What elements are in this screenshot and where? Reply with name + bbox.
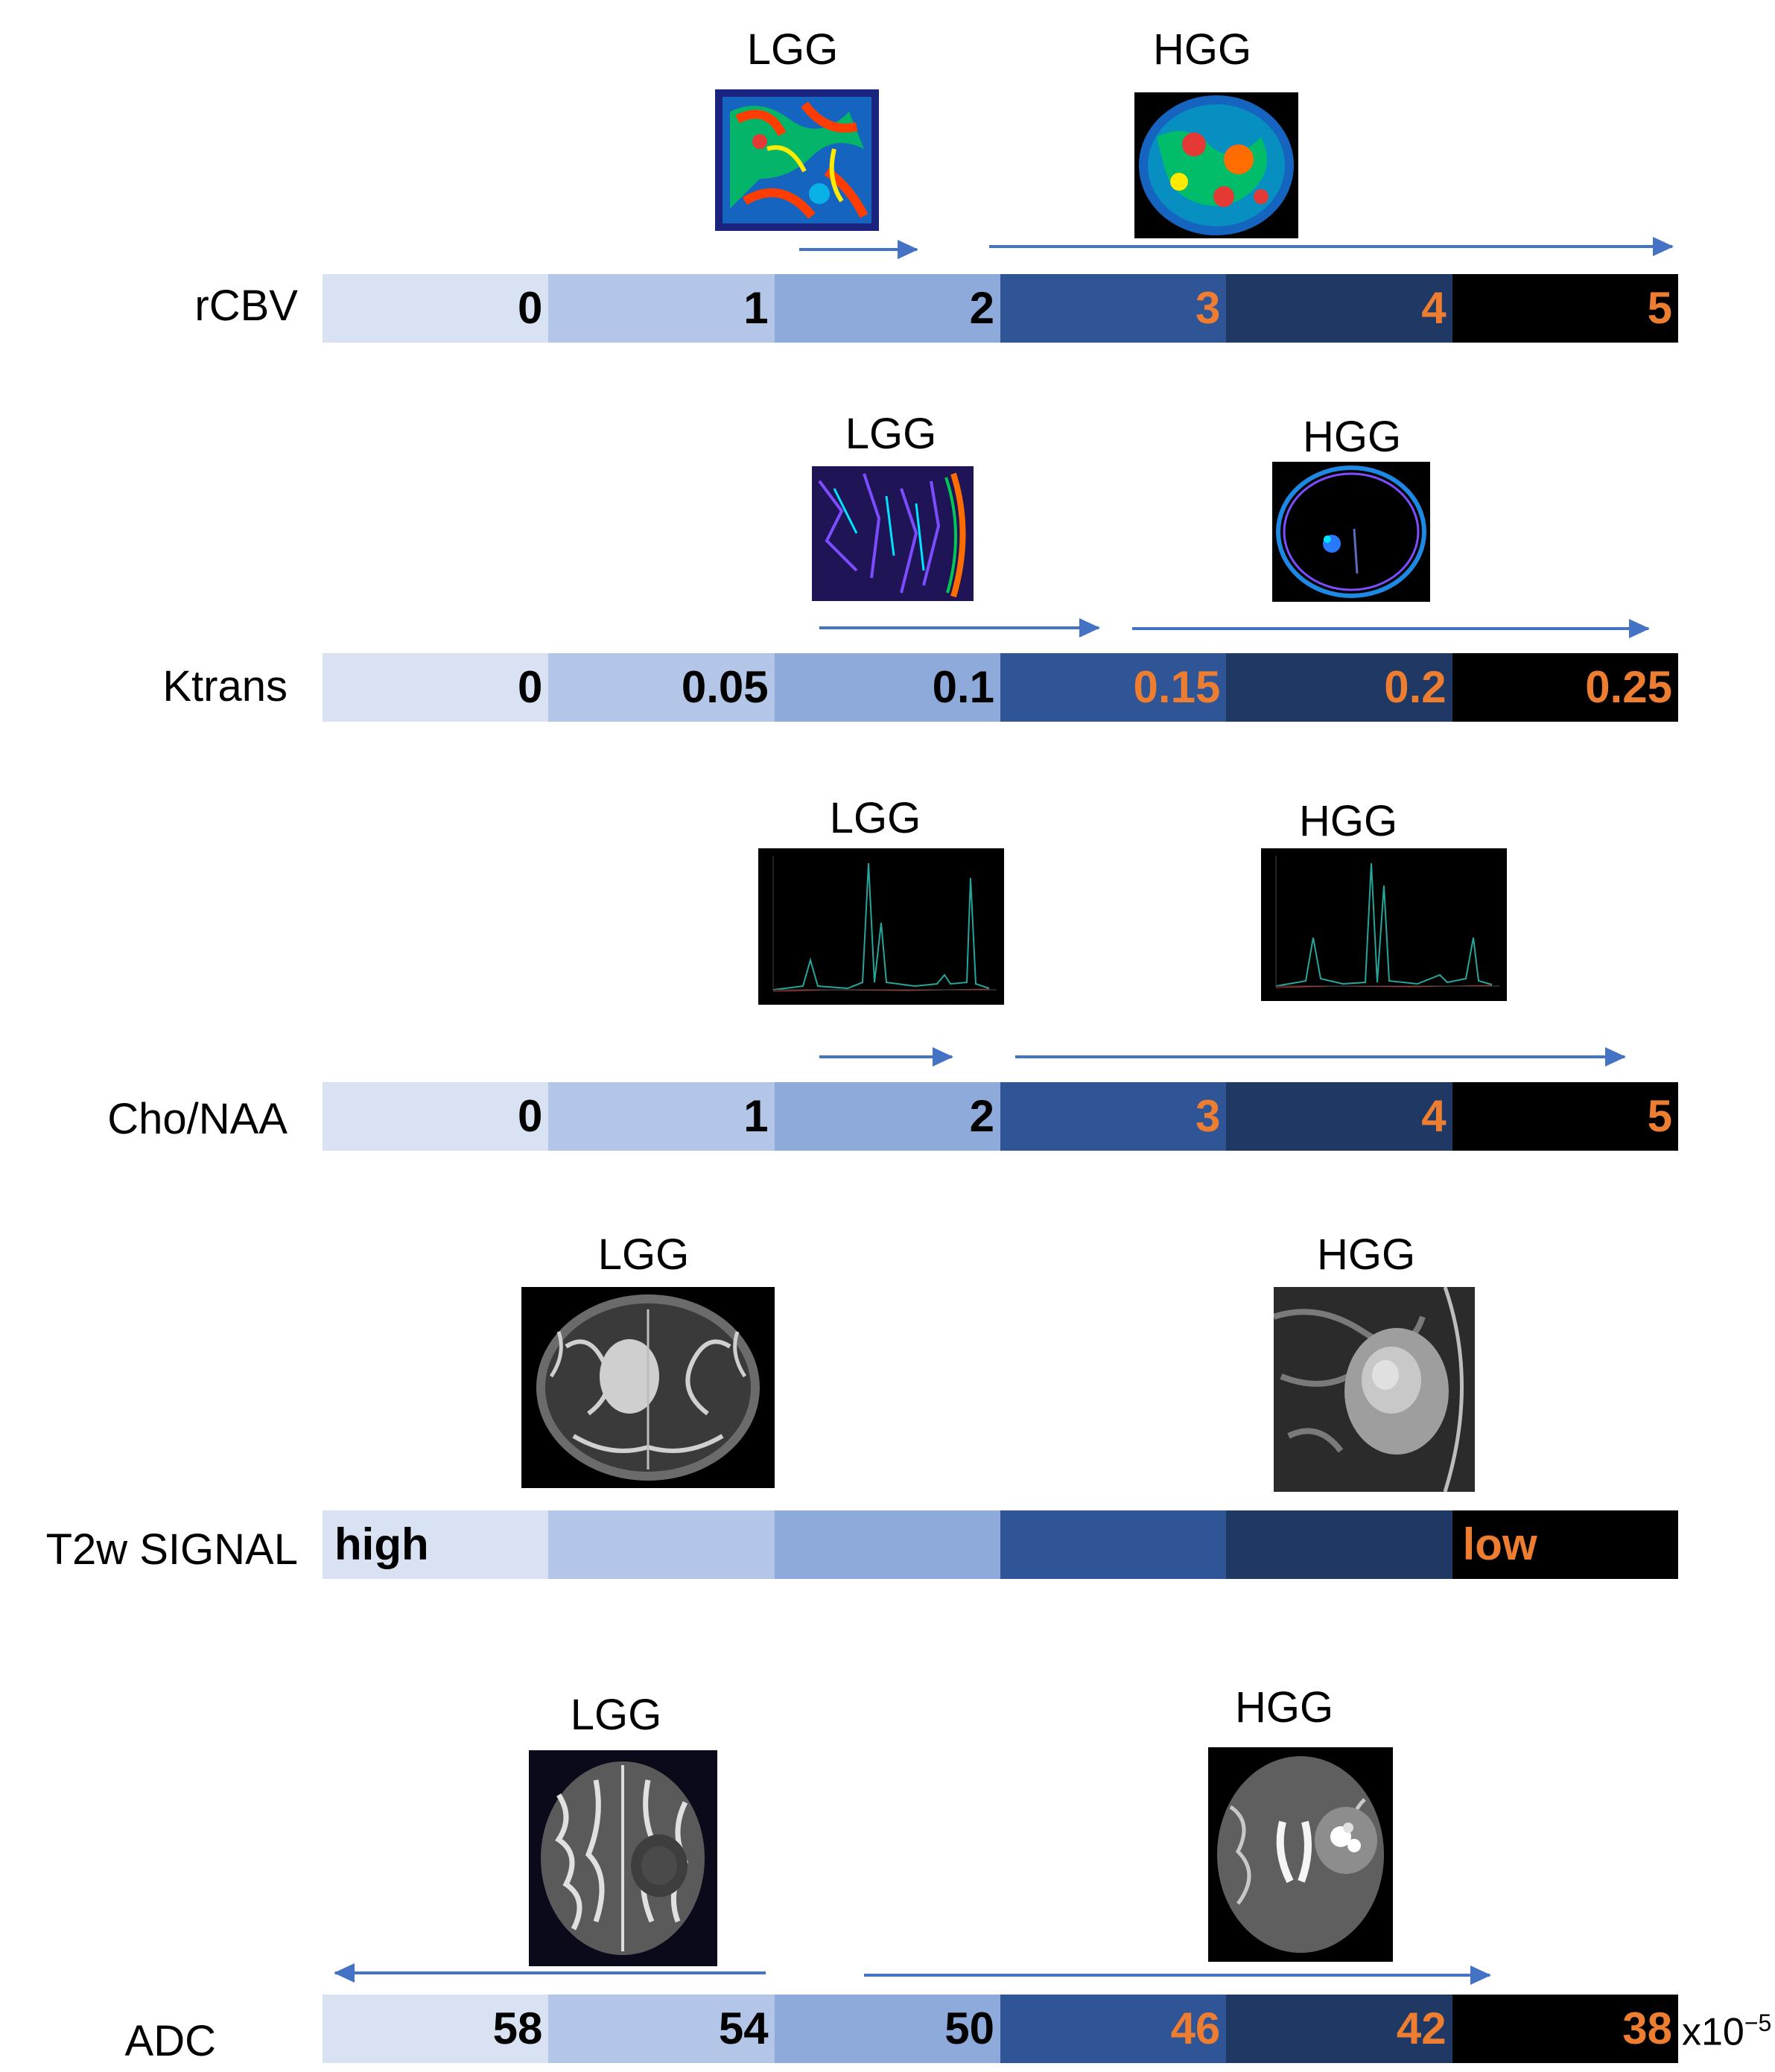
scale-value: 0.1 bbox=[932, 662, 994, 712]
scale-bar: 0 1 2 3 4 5 bbox=[323, 274, 1678, 343]
scale-bar: high low bbox=[323, 1510, 1678, 1579]
scale-start-word: high bbox=[334, 1519, 429, 1569]
row-label: Ktrans bbox=[162, 662, 288, 711]
scale-value: 58 bbox=[492, 2003, 543, 2053]
scale-segment: 0.25 bbox=[1452, 653, 1678, 722]
lgg-adc-image bbox=[529, 1750, 717, 1966]
lgg-spectrum bbox=[758, 848, 1004, 1005]
adc-unit: x10−5 bbox=[1682, 2011, 1771, 2051]
scale-value: 5 bbox=[1647, 283, 1672, 333]
scale-segment: 50 bbox=[774, 1995, 1000, 2063]
lgg-range-arrow bbox=[334, 1963, 766, 1983]
hgg-t2w-image bbox=[1274, 1287, 1475, 1492]
scale-value: 3 bbox=[1195, 283, 1221, 333]
hgg-caption: HGG bbox=[1302, 413, 1402, 461]
scale-segment: 42 bbox=[1226, 1995, 1452, 2063]
scale-segment bbox=[774, 1510, 1000, 1579]
scale-value: 4 bbox=[1421, 283, 1447, 333]
scale-segment: 3 bbox=[1000, 1082, 1227, 1151]
row-label: ADC bbox=[124, 2017, 216, 2065]
hgg-spectrum bbox=[1261, 848, 1507, 1001]
scale-segment: 46 bbox=[1000, 1995, 1227, 2063]
scale-segment: 4 bbox=[1226, 274, 1452, 343]
scale-end-word: low bbox=[1462, 1519, 1537, 1569]
lgg-perfusion-map bbox=[715, 89, 879, 231]
hgg-range-arrow bbox=[1015, 1047, 1626, 1067]
scale-value: 54 bbox=[718, 2003, 769, 2053]
scale-segment: 3 bbox=[1000, 274, 1227, 343]
scale-segment: 0 bbox=[323, 1082, 549, 1151]
scale-segment: 0 bbox=[323, 274, 549, 343]
hgg-caption: HGG bbox=[1298, 797, 1398, 845]
scale-segment bbox=[1000, 1510, 1227, 1579]
hgg-range-arrow bbox=[989, 237, 1674, 256]
scale-segment: 5 bbox=[1452, 274, 1678, 343]
scale-segment: 0.15 bbox=[1000, 653, 1227, 722]
hgg-range-arrow bbox=[864, 1965, 1491, 1985]
adc-unit-prefix: x10 bbox=[1682, 2010, 1744, 2054]
scale-value: 0 bbox=[517, 283, 543, 333]
scale-value: 1 bbox=[743, 1091, 769, 1141]
lgg-range-arrow bbox=[819, 1047, 953, 1067]
lgg-caption: LGG bbox=[829, 794, 921, 842]
scale-segment: 0.05 bbox=[548, 653, 775, 722]
scale-value: 0.25 bbox=[1585, 662, 1672, 712]
scale-value: 2 bbox=[969, 283, 994, 333]
scale-value: 4 bbox=[1421, 1091, 1447, 1141]
lgg-t2w-image bbox=[521, 1287, 775, 1488]
scale-value: 1 bbox=[743, 283, 769, 333]
scale-value: 5 bbox=[1647, 1091, 1672, 1141]
lgg-caption: LGG bbox=[597, 1230, 690, 1279]
scale-segment: 2 bbox=[774, 1082, 1000, 1151]
lgg-range-arrow bbox=[819, 618, 1100, 638]
row-label: rCBV bbox=[194, 282, 298, 330]
scale-value: 0.05 bbox=[681, 662, 769, 712]
row-label: T2w SIGNAL bbox=[45, 1525, 298, 1574]
scale-segment: high bbox=[323, 1510, 549, 1579]
scale-segment: 1 bbox=[548, 1082, 775, 1151]
adc-unit-exponent: −5 bbox=[1744, 2009, 1772, 2036]
hgg-adc-image bbox=[1208, 1747, 1393, 1962]
hgg-caption: HGG bbox=[1234, 1683, 1334, 1732]
hgg-caption: HGG bbox=[1316, 1230, 1416, 1279]
scale-value: 38 bbox=[1622, 2003, 1672, 2053]
scale-segment: 4 bbox=[1226, 1082, 1452, 1151]
scale-segment: 1 bbox=[548, 274, 775, 343]
lgg-caption: LGG bbox=[570, 1691, 662, 1739]
hgg-perfusion-map bbox=[1134, 92, 1298, 238]
scale-segment bbox=[548, 1510, 775, 1579]
scale-segment: low bbox=[1452, 1510, 1678, 1579]
scale-segment: 38 bbox=[1452, 1995, 1678, 2063]
scale-segment: 58 bbox=[323, 1995, 549, 2063]
scale-value: 0.15 bbox=[1133, 662, 1221, 712]
scale-segment bbox=[1226, 1510, 1452, 1579]
scale-value: 0 bbox=[517, 662, 543, 712]
scale-value: 42 bbox=[1396, 2003, 1447, 2053]
scale-value: 50 bbox=[944, 2003, 994, 2053]
scale-segment: 0.1 bbox=[774, 653, 1000, 722]
scale-value: 0.2 bbox=[1384, 662, 1447, 712]
scale-bar: 0 1 2 3 4 5 bbox=[323, 1082, 1678, 1151]
hgg-ktrans-map bbox=[1272, 462, 1430, 602]
lgg-ktrans-map bbox=[812, 466, 974, 601]
scale-segment: 5 bbox=[1452, 1082, 1678, 1151]
scale-segment: 2 bbox=[774, 274, 1000, 343]
hgg-range-arrow bbox=[1132, 619, 1650, 638]
lgg-caption: LGG bbox=[845, 410, 937, 458]
scale-bar: 58 54 50 46 42 38 bbox=[323, 1995, 1678, 2063]
scale-bar: 0 0.05 0.1 0.15 0.2 0.25 bbox=[323, 653, 1678, 722]
scale-segment: 0 bbox=[323, 653, 549, 722]
lgg-caption: LGG bbox=[746, 25, 839, 74]
scale-value: 46 bbox=[1170, 2003, 1221, 2053]
scale-value: 0 bbox=[517, 1091, 543, 1141]
lgg-range-arrow bbox=[799, 240, 918, 259]
scale-value: 2 bbox=[969, 1091, 994, 1141]
row-label: Cho/NAA bbox=[107, 1095, 288, 1143]
scale-value: 3 bbox=[1195, 1091, 1221, 1141]
scale-segment: 54 bbox=[548, 1995, 775, 2063]
hgg-caption: HGG bbox=[1152, 25, 1252, 74]
scale-segment: 0.2 bbox=[1226, 653, 1452, 722]
